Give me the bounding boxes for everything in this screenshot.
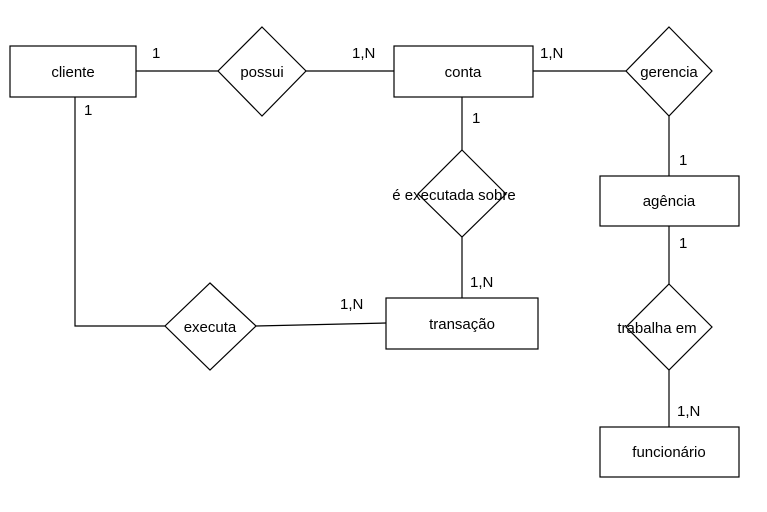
- entity-cliente-label: cliente: [51, 64, 94, 81]
- card-transacao-executa: 1,N: [340, 296, 363, 313]
- relationship-executada-sobre[interactable]: é executada sobre: [392, 149, 516, 238]
- entity-cliente[interactable]: cliente: [9, 45, 137, 98]
- edge-cliente-executa: [74, 97, 165, 327]
- entity-conta-label: conta: [445, 64, 482, 81]
- relationship-executa[interactable]: executa: [164, 282, 257, 371]
- edge-executa-transacao: [255, 322, 387, 327]
- relationship-trabalha-em-label: trabalha em: [617, 320, 696, 337]
- card-agencia-trabalha: 1: [679, 235, 687, 252]
- entity-transacao-label: transação: [429, 316, 495, 333]
- entity-agencia-label: agência: [643, 193, 696, 210]
- entity-conta[interactable]: conta: [393, 45, 534, 98]
- card-conta-possui: 1,N: [352, 45, 375, 62]
- entity-funcionario-label: funcionário: [632, 444, 705, 461]
- relationship-possui-label: possui: [240, 64, 283, 81]
- entity-funcionario[interactable]: funcionário: [599, 426, 740, 478]
- relationship-gerencia-label: gerencia: [640, 64, 698, 81]
- relationship-executada-sobre-label: é executada sobre: [392, 187, 515, 204]
- relationship-trabalha-em[interactable]: trabalha em: [617, 283, 713, 371]
- entity-agencia[interactable]: agência: [599, 175, 740, 227]
- card-cliente-executa: 1: [84, 102, 92, 119]
- relationship-executa-label: executa: [184, 319, 237, 336]
- card-transacao-executada: 1,N: [470, 274, 493, 291]
- card-cliente-possui: 1: [152, 45, 160, 62]
- relationship-possui[interactable]: possui: [217, 26, 307, 117]
- card-conta-executada: 1: [472, 110, 480, 127]
- relationship-gerencia[interactable]: gerencia: [625, 26, 713, 117]
- card-conta-gerencia: 1,N: [540, 45, 563, 62]
- entity-transacao[interactable]: transação: [385, 297, 539, 350]
- card-agencia-gerencia: 1: [679, 152, 687, 169]
- card-funcionario-trabalha: 1,N: [677, 403, 700, 420]
- cardinality-labels: 1 1,N 1,N 1 1 1,N 1 1,N 1 1,N: [84, 45, 700, 420]
- connectors: [74, 70, 670, 427]
